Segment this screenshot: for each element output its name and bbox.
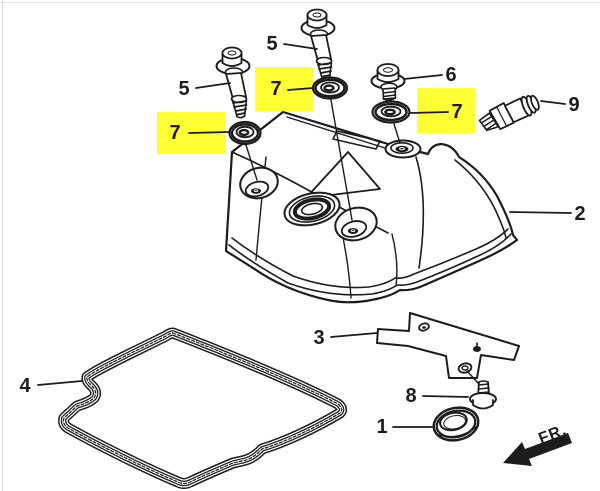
leader-lines bbox=[37, 43, 572, 428]
bolt-5-left bbox=[215, 46, 251, 119]
callout-6[interactable]: 6 bbox=[445, 64, 457, 86]
callout-7-mid[interactable]: 7 bbox=[270, 78, 282, 100]
leader-7-left bbox=[188, 131, 230, 134]
seal-ring-1 bbox=[432, 406, 480, 442]
bolt-8 bbox=[469, 380, 497, 410]
washer-7-right bbox=[371, 100, 411, 124]
leader-9 bbox=[540, 100, 566, 105]
bolt-5-top bbox=[300, 8, 336, 80]
callout-4[interactable]: 4 bbox=[19, 375, 31, 397]
scan-edge-left bbox=[2, 0, 3, 491]
plug-9 bbox=[478, 94, 540, 132]
leader-7-right bbox=[410, 111, 449, 114]
leader-5-left bbox=[195, 82, 231, 89]
leader-8 bbox=[422, 395, 469, 398]
fr-direction-arrow: FR. bbox=[503, 422, 572, 466]
callout-3[interactable]: 3 bbox=[313, 327, 325, 349]
leader-3 bbox=[330, 332, 378, 338]
callout-8[interactable]: 8 bbox=[405, 385, 417, 407]
gasket-4 bbox=[58, 327, 348, 489]
callout-5-left[interactable]: 5 bbox=[178, 78, 190, 100]
assembly-line-bolt-8 bbox=[466, 370, 479, 384]
leader-6 bbox=[403, 74, 443, 80]
scan-edge-top bbox=[0, 2, 600, 3]
callout-1[interactable]: 1 bbox=[376, 416, 388, 438]
assembly-line-washer-left bbox=[245, 144, 258, 181]
callout-7-right[interactable]: 7 bbox=[451, 101, 463, 123]
leader-4 bbox=[37, 380, 83, 386]
assembly-line-washer-mid bbox=[330, 99, 353, 221]
callout-7-left[interactable]: 7 bbox=[169, 122, 181, 144]
highlight-callout-7-right bbox=[417, 88, 475, 133]
callout-2[interactable]: 2 bbox=[574, 203, 586, 225]
callout-5-top[interactable]: 5 bbox=[266, 33, 278, 55]
washer-7-mid bbox=[311, 76, 349, 100]
leader-7-mid bbox=[287, 87, 314, 91]
washer-7-left bbox=[228, 120, 262, 146]
bracket-3 bbox=[376, 312, 520, 379]
cylinder-head-cover-2 bbox=[224, 110, 519, 304]
leader-5-top bbox=[283, 43, 318, 50]
leader-2 bbox=[509, 211, 572, 214]
bolt-6 bbox=[370, 63, 406, 101]
callout-9[interactable]: 9 bbox=[568, 94, 580, 116]
assembly-line-washer-right bbox=[393, 123, 401, 144]
